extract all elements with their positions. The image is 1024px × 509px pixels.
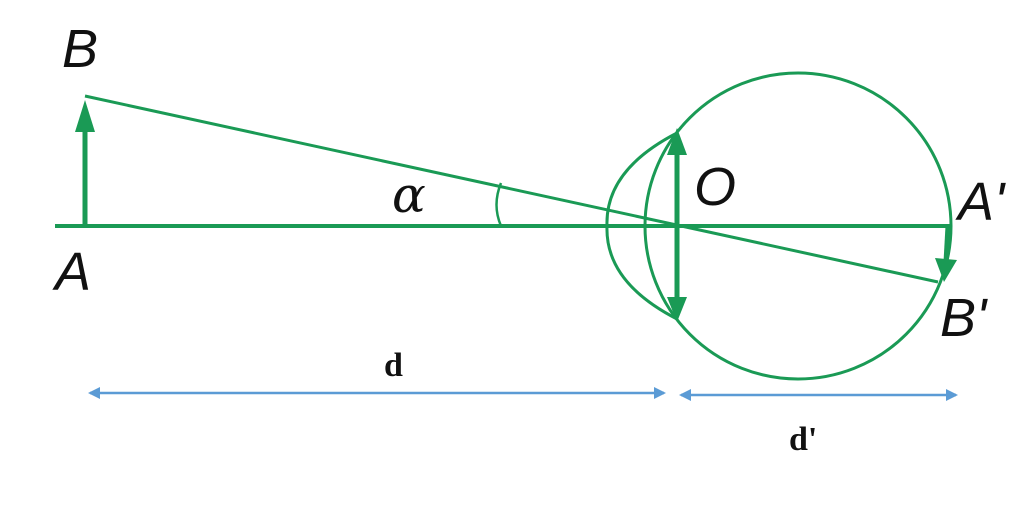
eyeball-circle (643, 71, 953, 381)
lens-arrow-head-up (667, 128, 687, 155)
principal-ray (84, 94, 939, 284)
label-O: O (694, 157, 736, 217)
label-B-prime: B' (940, 288, 988, 348)
label-B: B (62, 19, 98, 79)
cornea-arc (605, 131, 678, 321)
image-arrow-AB-prime (943, 225, 951, 263)
label-d: d (384, 347, 403, 384)
object-arrow-head (75, 100, 95, 132)
angle-arc (495, 182, 503, 227)
label-d-prime: d' (789, 421, 817, 458)
label-A: A (52, 242, 91, 302)
image-arrow-head (935, 258, 957, 282)
label-alpha: α (392, 166, 426, 224)
lens-arrow-head-down (667, 297, 687, 322)
label-A-prime: A' (955, 172, 1006, 232)
